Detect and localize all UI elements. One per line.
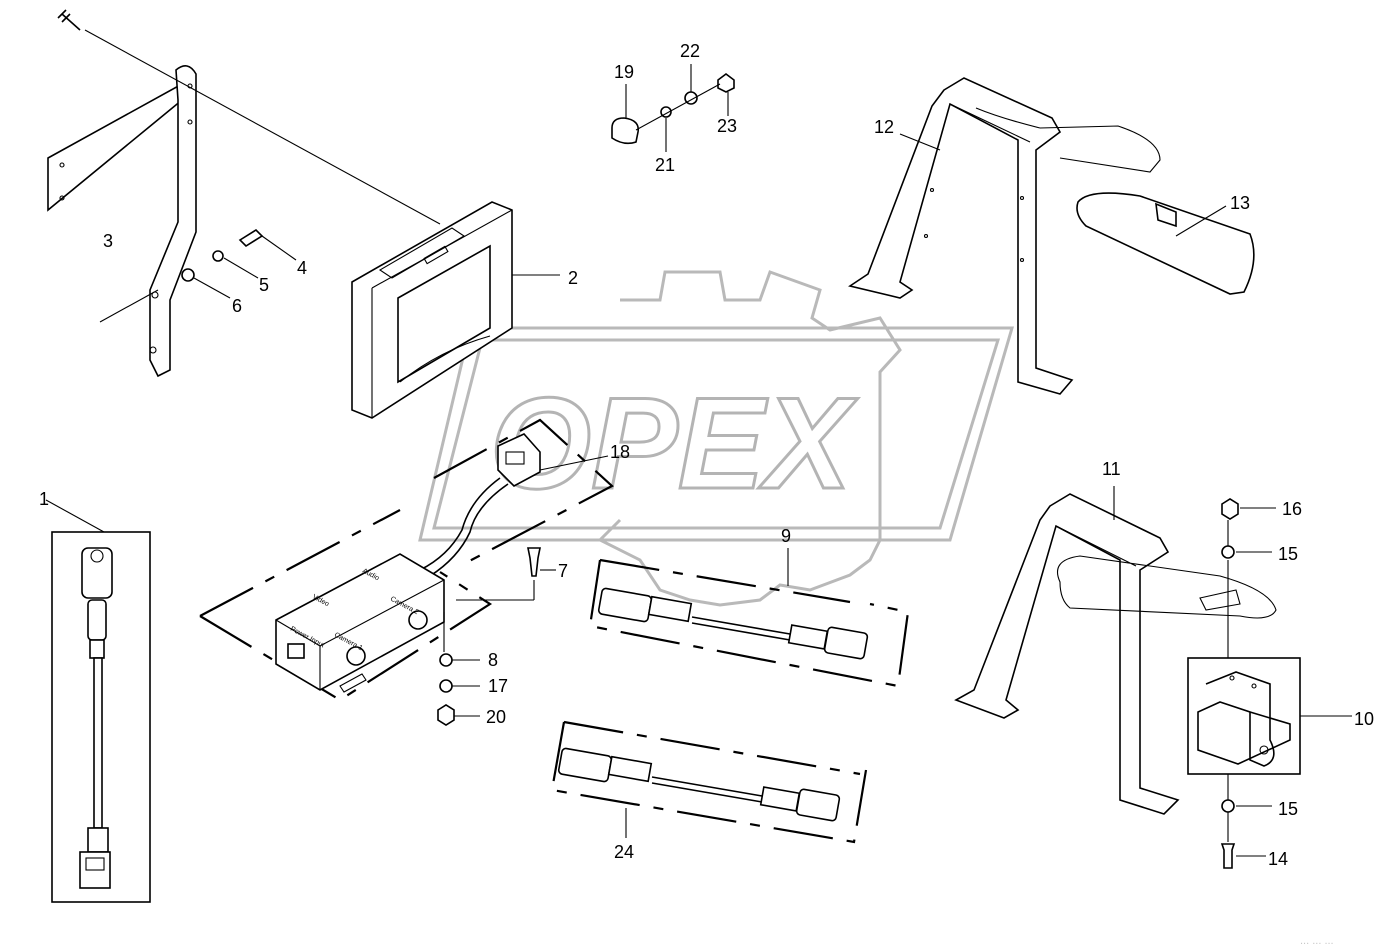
part-12-stand [848,77,1161,395]
hardware-7-8-17-20 [437,547,556,726]
callout-24: 24 [614,842,634,862]
hardware-19-21-22-23 [611,64,735,152]
opex-watermark: OPEX [418,270,1015,607]
fasteners-4-5-6 [99,228,297,323]
part-3-bracket [47,65,197,378]
callout-16: 16 [1282,499,1302,519]
callout-17: 17 [488,676,508,696]
part-11-stand [954,486,1277,815]
callout-7: 7 [558,561,568,581]
callout-1: 1 [39,489,49,509]
part-13-cover [1076,192,1255,295]
callout-14: 14 [1268,849,1288,869]
callout-4: 4 [297,258,307,278]
part-1-cable [45,499,151,903]
callout-13: 13 [1230,193,1250,213]
watermark-text: OPEX [490,370,859,516]
callout-19: 19 [614,62,634,82]
part-24-camera-cable [550,720,868,844]
callout-2: 2 [568,268,578,288]
part-10-mount-block [1187,657,1352,775]
callout-20: 20 [486,707,506,727]
callout-3: 3 [103,231,113,251]
callout-15-upper: 15 [1278,544,1298,564]
hardware-14-15-16 [1220,498,1276,869]
callout-8: 8 [488,650,498,670]
callout-23: 23 [717,116,737,136]
callout-22: 22 [680,41,700,61]
callout-15-lower: 15 [1278,799,1298,819]
callout-21: 21 [655,155,675,175]
drawing-code: ... ... ... [1300,935,1334,947]
callout-5: 5 [259,275,269,295]
callout-10: 10 [1354,709,1374,729]
part-9-camera-cable [588,548,910,688]
callout-labels: 1 2 3 4 5 6 7 8 9 10 11 12 13 14 15 15 1… [39,41,1374,869]
screw-icon [57,9,81,31]
callout-12: 12 [874,117,894,137]
callout-6: 6 [232,296,242,316]
part-2-monitor [351,201,560,419]
callout-18: 18 [610,442,630,462]
mounting-axis-line [84,29,441,225]
callout-9: 9 [781,526,791,546]
callout-11: 11 [1102,459,1121,479]
